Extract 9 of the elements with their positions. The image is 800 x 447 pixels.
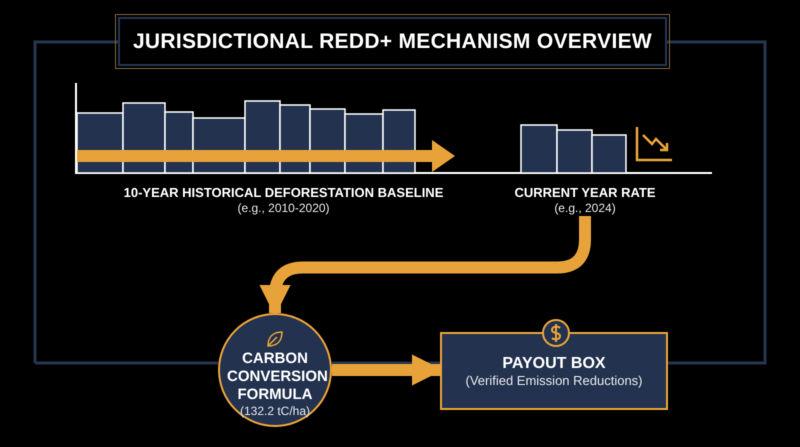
node-subtext: (e.g., 2024) (554, 201, 616, 216)
node-subtext: (e.g., 2010-2020) (237, 201, 330, 216)
baseline-chart (77, 84, 490, 216)
node-heading: PAYOUT BOX (502, 354, 606, 372)
node-heading: 10-YEAR HISTORICAL DEFORESTATION BASELINE (124, 185, 444, 201)
node-heading: CURRENT YEAR RATE (514, 185, 656, 201)
title: JURISDICTIONAL REDD+ MECHANISM OVERVIEW (132, 30, 652, 54)
node-subtext: (Verified Emission Reductions) (465, 372, 643, 388)
node-subtext: (132.2 tC/ha) (240, 404, 310, 418)
